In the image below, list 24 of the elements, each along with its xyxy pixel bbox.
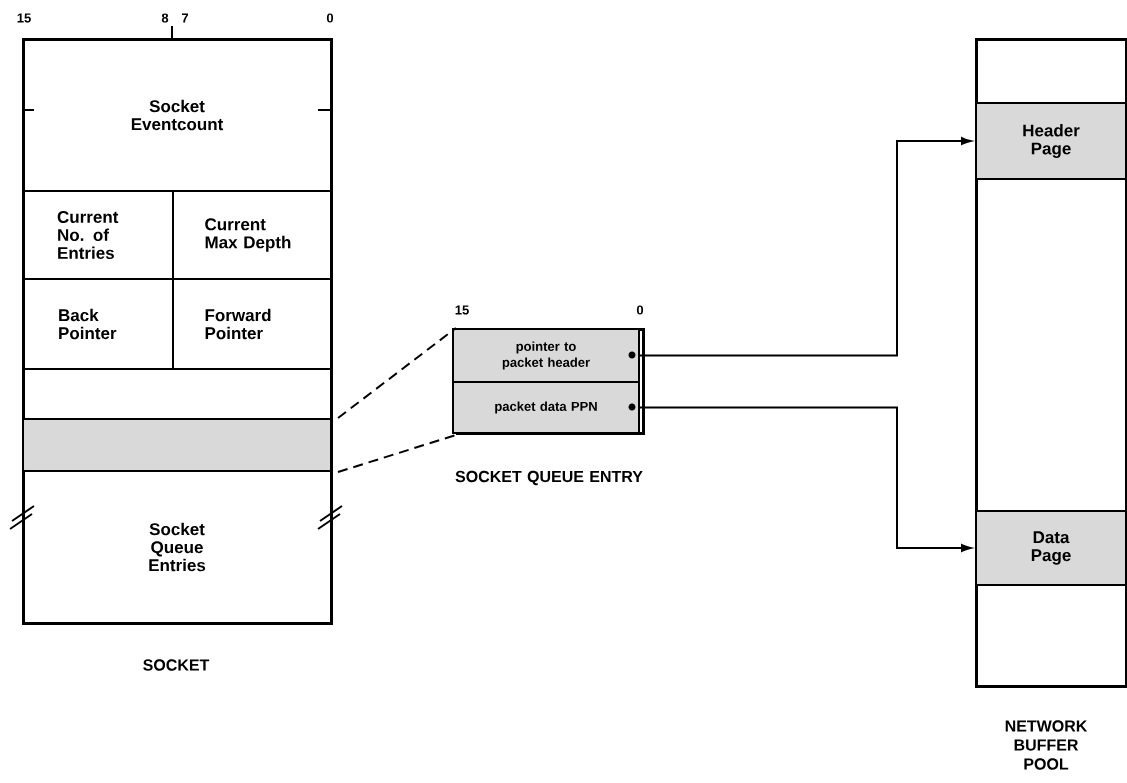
bit-number: 0 (636, 305, 644, 315)
bit-number: 8 (161, 13, 169, 23)
bit-number: 0 (326, 13, 334, 23)
dashed-line (337, 434, 457, 473)
arrow (639, 137, 972, 357)
bit-number: 7 (181, 13, 189, 23)
bit-number: 15 (455, 305, 469, 315)
shaded-row (22, 418, 332, 472)
field-cell: Current No. of Entries (22, 190, 174, 280)
dashed-line (337, 327, 457, 419)
box-title: NETWORK BUFFER POOL (1005, 720, 1088, 770)
field-cell: Data Page (975, 510, 1127, 586)
box-title: SOCKET (143, 659, 210, 671)
field-cell: Current Max Depth (172, 190, 332, 280)
field-cell: pointer to packet header (452, 328, 640, 383)
field-cell: Socket Eventcount (22, 38, 332, 192)
field-cell: Socket Queue Entries (22, 470, 332, 624)
arrow (639, 406, 972, 552)
bit-number: 15 (17, 13, 31, 23)
box-title: SOCKET QUEUE ENTRY (455, 470, 643, 486)
field-cell: Back Pointer (22, 278, 174, 370)
field-cell: Header Page (975, 102, 1127, 180)
field-cell: packet data PPN (452, 381, 640, 434)
field-cell: Forward Pointer (172, 278, 332, 370)
